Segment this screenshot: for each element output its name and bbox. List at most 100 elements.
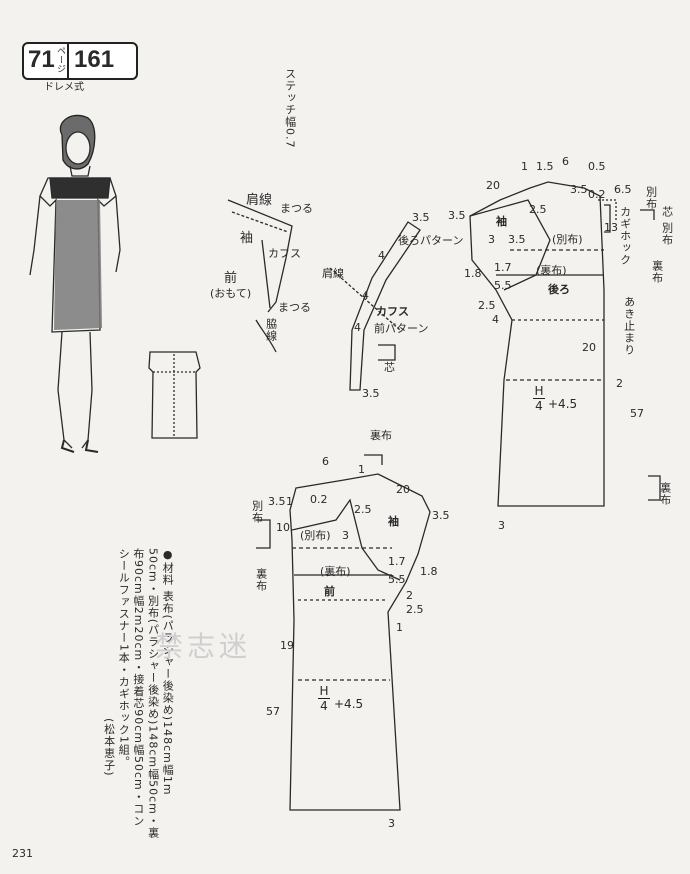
materials-credit: (松本恵子): [102, 718, 116, 777]
front-n6: 6: [322, 455, 329, 468]
materials-block: ●材料 表布(パラシャー後染め)148cm幅1m 50cm・別布(パラシャー後染…: [102, 548, 175, 839]
cuffs-n35-bottom: 3.5: [362, 387, 380, 400]
page-kana: ページ: [55, 46, 65, 73]
front-lining-top: 裏布: [370, 429, 392, 442]
front-hip-formula: H 4: [318, 684, 330, 713]
front-separate: (別布): [300, 529, 331, 542]
front-n35b: 3.5: [432, 509, 450, 522]
back-n57: 57: [630, 407, 644, 420]
front-lining-v: 裏布: [254, 568, 268, 592]
detail-shoulder-line: 肩線: [246, 193, 273, 208]
back-separate-v2: 別布: [660, 222, 674, 246]
page-label: 71: [28, 46, 55, 73]
back-n35a: 3.5: [570, 183, 588, 196]
stitch-note: ステッチ幅0.7: [283, 68, 297, 149]
badge-divider: [67, 44, 69, 78]
back-n20: 20: [486, 179, 500, 192]
front-n57: 57: [266, 705, 280, 718]
front-sleeve: 袖: [388, 515, 399, 528]
back-n2: 2: [616, 377, 623, 390]
back-n25b: 2.5: [478, 299, 496, 312]
front-n3-bottom: 3: [388, 817, 395, 830]
back-n02: 0.2: [588, 188, 606, 201]
back-sleeve: 袖: [496, 215, 507, 228]
front-lining: (裏布): [320, 565, 351, 578]
cuffs-back-pattern: 後ろパターン: [398, 234, 464, 247]
cuffs-n4a: 4: [378, 249, 385, 262]
back-n4: 4: [492, 313, 499, 326]
front-n02: 0.2: [310, 493, 328, 506]
back-lining-v: 裏布: [650, 260, 664, 284]
back-label: 後ろ: [548, 283, 570, 296]
cuffs-n4c: 4: [354, 321, 361, 334]
cuffs-n4b: 4: [362, 289, 369, 302]
front-n25b: 2.5: [406, 603, 424, 616]
back-pattern: [469, 181, 661, 507]
detail-sleeve: 袖: [240, 231, 254, 246]
cuffs-label: カフス: [376, 305, 409, 318]
front-n1b: 1: [286, 495, 293, 508]
back-n65: 6.5: [614, 183, 632, 196]
back-n25: 2.5: [529, 203, 547, 216]
back-n55: 5.5: [494, 279, 512, 292]
back-n05: 0.5: [588, 160, 606, 173]
back-lining-bottom: 裏布: [658, 482, 672, 506]
method-label: ドレメ式: [44, 82, 84, 93]
front-n3: 3: [342, 529, 349, 542]
back-n3-bottom: 3: [498, 519, 505, 532]
front-n1c: 1: [396, 621, 403, 634]
materials-line-2: 50cm・別布(パラシャー後染め)148cm幅50cm・裏: [146, 548, 160, 839]
front-n17: 1.7: [388, 555, 406, 568]
cuff-detail: [227, 199, 293, 353]
detail-cuffs: カフス: [268, 247, 301, 260]
cuffs-front-pattern: 前パターン: [374, 322, 429, 335]
cuffs-n35-top: 3.5: [412, 211, 430, 224]
back-hip-add: +4.5: [548, 397, 578, 411]
detail-front-side: (おもて): [210, 287, 252, 300]
front-n20: 20: [396, 483, 410, 496]
front-n25: 2.5: [354, 503, 372, 516]
back-n18: 1.8: [464, 267, 482, 280]
materials-line-3: 布90cm幅2m20cm・接着芯90cm幅50cm・コン: [131, 548, 145, 827]
front-n18: 1.8: [420, 565, 438, 578]
back-lining: (裏布): [536, 264, 567, 277]
detail-matsuru-bottom: まつる: [278, 301, 311, 314]
cuffs-pattern: [329, 221, 421, 391]
page-number: 231: [12, 847, 33, 860]
back-n1: 1: [521, 160, 528, 173]
back-hook-note: カギホック: [618, 206, 632, 266]
front-n55: 5.5: [388, 573, 406, 586]
back-n13: 13: [604, 221, 618, 234]
front-n1: 1: [358, 463, 365, 476]
detail-matsuru-top: まつる: [280, 202, 313, 215]
detail-front: 前: [224, 271, 238, 286]
back-n20b: 20: [582, 341, 596, 354]
cuffs-interfacing: 芯: [384, 361, 395, 374]
materials-line-4: シールファスナー1本・カギホック1組。: [117, 548, 131, 768]
watermark: 禁志迷: [155, 630, 252, 663]
front-label: 前: [324, 585, 335, 598]
back-opening-end: あき止まり: [622, 296, 636, 356]
back-n15: 1.5: [536, 160, 554, 173]
front-pattern: [256, 454, 431, 811]
front-n19: 19: [280, 639, 294, 652]
front-n35a: 3.5: [268, 495, 286, 508]
page-badge: 71 ページ 161: [22, 42, 138, 80]
front-separate-v: 別布: [250, 500, 264, 524]
back-separate: (別布): [552, 233, 583, 246]
detail-side-seam: 脇線: [264, 318, 278, 342]
back-interfacing-v: 芯: [660, 206, 674, 218]
back-n6: 6: [562, 155, 569, 168]
pattern-number: 161: [74, 46, 115, 73]
front-n2: 2: [406, 589, 413, 602]
back-n3: 3: [488, 233, 495, 246]
back-n35c: 3.5: [508, 233, 526, 246]
back-n35b: 3.5: [448, 209, 466, 222]
model-illustration: [29, 114, 121, 453]
cuffs-shoulder-line: 肩線: [322, 267, 344, 280]
materials-line-1: ●材料 表布(パラシャー後染め)148cm幅1m: [161, 548, 175, 796]
front-hip-add: +4.5: [334, 697, 364, 711]
back-view-sketch: [148, 351, 201, 439]
back-n17: 1.7: [494, 261, 512, 274]
